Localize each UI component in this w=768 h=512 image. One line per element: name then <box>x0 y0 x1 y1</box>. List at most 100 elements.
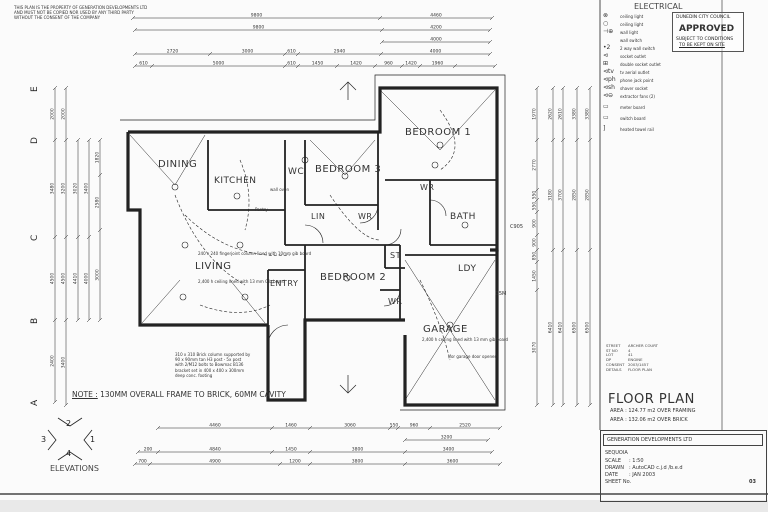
brick-column-note: 310 x 310 Brick column supported by 90 x… <box>175 352 250 378</box>
dimension-tick <box>155 449 161 455</box>
dimension-label: 4000 <box>430 49 442 55</box>
dimension-tick <box>587 247 593 253</box>
legend-label: meter board <box>620 105 645 110</box>
dimension-tick <box>63 234 69 240</box>
dimension-tick <box>86 137 92 143</box>
dimension-label: 3380 <box>585 108 591 120</box>
legend-label: switch board <box>620 116 646 121</box>
dimension-tick <box>534 232 540 238</box>
dimension-label: 1420 <box>405 61 417 67</box>
dimension-tick <box>487 39 493 45</box>
two-way-switch-icon: •2 <box>603 44 611 51</box>
dimension-tick <box>63 317 69 323</box>
dimension-tick <box>63 402 69 408</box>
dimension-label: 4000 <box>430 37 442 43</box>
copyright-line: WITHOUT THE CONSENT OF THE COMPANY <box>14 15 101 21</box>
legend-label: wall switch <box>620 38 642 43</box>
dimension-label: 3020 <box>73 183 79 195</box>
note-line: 310 x 310 Brick column supported by <box>175 352 251 357</box>
dimension-tick <box>487 51 493 57</box>
dimension-tick <box>560 137 566 143</box>
dimension-tick <box>574 402 580 408</box>
dimension-tick <box>372 63 378 69</box>
legend-label: tv aerial outlet <box>620 70 650 75</box>
site-info-value: ENGINE <box>628 357 643 363</box>
dimension-label: 960 <box>384 61 393 67</box>
dimension-tick <box>492 63 498 69</box>
switch-board-icon: ▭ <box>603 114 609 121</box>
dimension-label: 3800 <box>352 447 364 453</box>
interior-walls <box>207 132 497 325</box>
dimension-tick <box>75 317 81 323</box>
dimension-label: 9800 <box>253 25 265 31</box>
dimension-tick <box>269 425 275 431</box>
elevation-marker-4: 4 <box>66 449 72 458</box>
electrical-legend-title: ELECTRICAL <box>634 2 683 11</box>
stamp-condition: SUBJECT TO CONDITIONS <box>676 37 734 42</box>
dimension-label: 850 <box>532 252 538 261</box>
dimension-tick <box>307 449 313 455</box>
room-label-entry: ENTRY <box>270 279 299 288</box>
dimension-label: 1970 <box>532 108 538 120</box>
dimension-tick <box>52 137 58 143</box>
dimension-tick <box>52 234 58 240</box>
dimension-tick <box>550 402 556 408</box>
site-info-label: DP <box>606 357 612 363</box>
dimension-label: 2720 <box>167 49 179 55</box>
dimension-label: 550 <box>390 423 399 429</box>
dimension-tick <box>52 317 58 323</box>
dimension-label: 610 <box>287 61 296 67</box>
dimension-tick <box>75 137 81 143</box>
dimension-tick <box>97 227 103 233</box>
site-info-value: 41 <box>628 352 633 358</box>
dimension-label: 3200 <box>441 435 453 441</box>
dimension-label: 200 <box>144 447 153 453</box>
dimension-tick <box>489 449 495 455</box>
dimension-tick <box>207 51 213 57</box>
dimension-label: 3070 <box>532 342 538 354</box>
grid-label: A <box>30 399 40 406</box>
dimension-label: 3480 <box>50 183 56 195</box>
dimension-label: 1200 <box>289 459 301 465</box>
room-label-wardrobe-2: WR <box>388 297 403 306</box>
dimension-tick <box>574 137 580 143</box>
legend-label: socket outlet <box>620 54 646 59</box>
dimension-label: 2610 <box>558 108 564 120</box>
date-label: DATE <box>605 472 619 478</box>
dimension-tick <box>307 461 313 467</box>
sheet-number-label: SHEET No. <box>605 479 632 485</box>
exterior-walls <box>126 86 499 407</box>
dimension-tick <box>560 247 566 253</box>
legend-label: 2 way wall switch <box>620 46 656 51</box>
ceiling-light-alt-icon: ○ <box>603 20 609 27</box>
dimension-tick <box>379 39 385 45</box>
window-label-c905: C905 <box>510 224 524 230</box>
window-label-d5m: D5M <box>495 291 507 297</box>
copyright-line: AND MUST NOT BE COPIED NOR USED BY ANY T… <box>14 10 134 16</box>
dimension-tick <box>377 15 383 21</box>
dimension-label: 3000 <box>242 49 254 55</box>
dimension-tick <box>132 461 138 467</box>
room-label-laundry: LDY <box>458 264 477 274</box>
dimension-label: 2520 <box>459 423 471 429</box>
room-label-storage: ST <box>390 251 401 260</box>
dimension-label: 4500 <box>61 273 67 285</box>
shaver-socket-icon: ⊲sh <box>603 84 615 91</box>
heated-towel-rail-icon: ] <box>603 125 606 132</box>
dimension-label: 900 <box>532 219 538 228</box>
living-column-note: 240 x 240 fingerjoint column lined with … <box>198 251 312 256</box>
note-label: NOTE : <box>72 390 98 399</box>
elevation-marker-3: 3 <box>41 435 47 444</box>
dimension-label: 2850 <box>585 189 591 201</box>
room-label-living: LIVING <box>195 261 232 272</box>
legend-label: double socket outlet <box>620 62 661 67</box>
dimension-tick <box>534 247 540 253</box>
dimension-tick <box>489 15 495 21</box>
room-label-wardrobe-1: WR <box>420 183 435 192</box>
dimension-label: 6500 <box>572 322 578 334</box>
dimension-tick <box>155 425 161 431</box>
